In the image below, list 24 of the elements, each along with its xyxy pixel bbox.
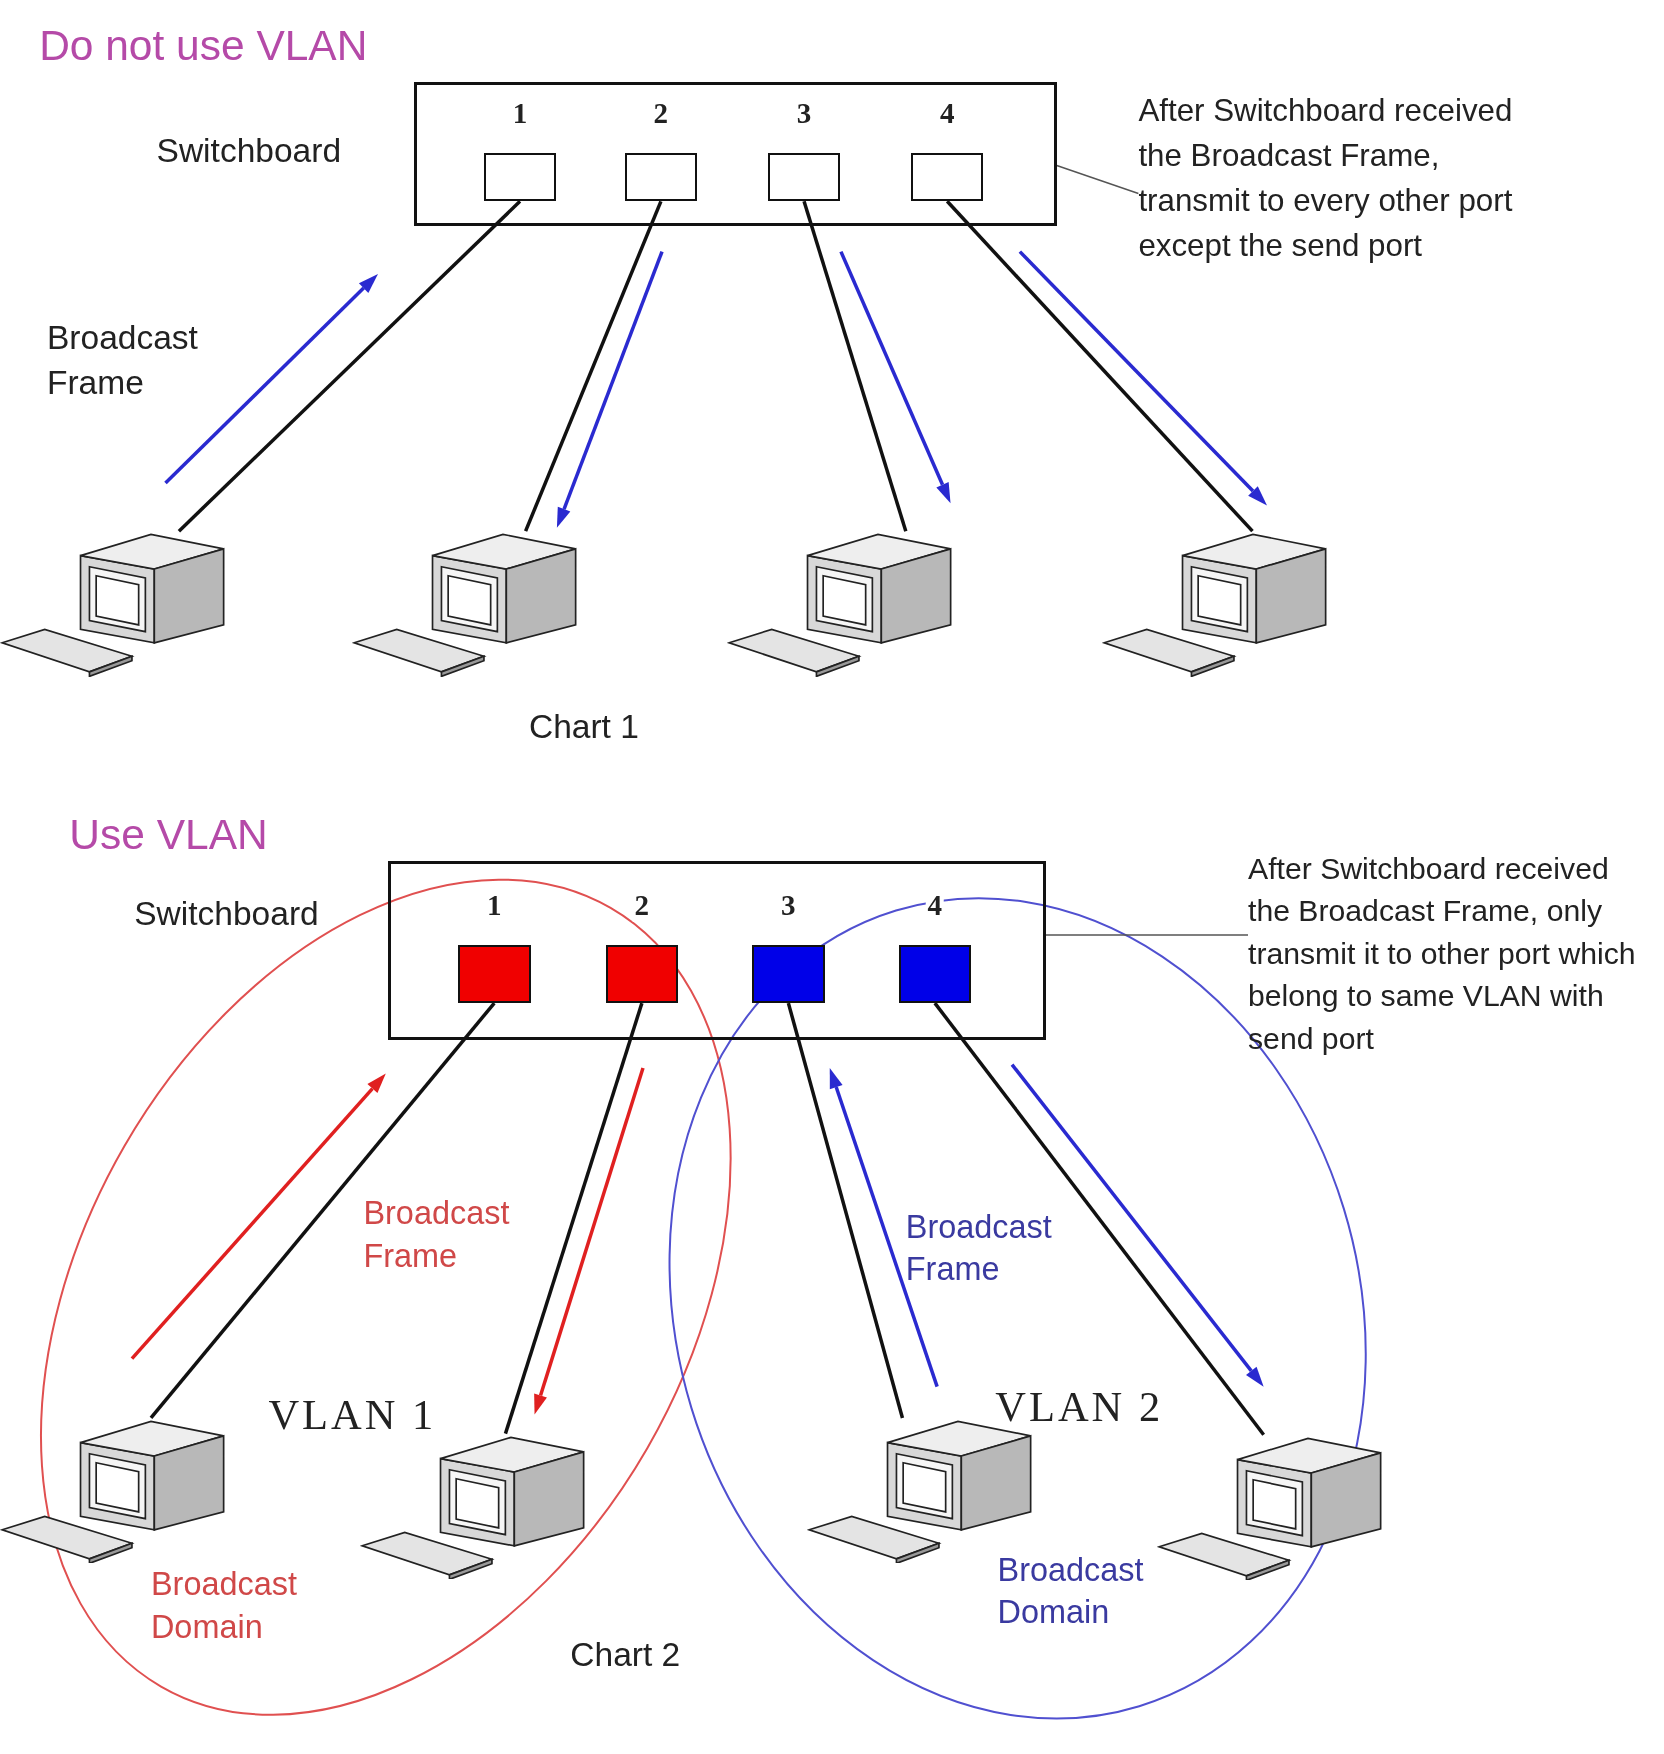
section-title: Use VLAN	[69, 810, 268, 859]
cable-line	[177, 200, 522, 533]
device-label: Switchboard	[156, 131, 342, 170]
frame-label: Broadcast Frame	[46, 318, 199, 404]
cable-line	[786, 1002, 905, 1419]
frame-label: Broadcast Frame	[905, 1207, 1053, 1289]
note-text: After Switchboard received the Broadcast Frame, transmit to every other port except the send port	[1138, 92, 1514, 265]
leader-line	[1044, 934, 1249, 936]
cable-line	[802, 200, 908, 532]
domain-label: Broadcast Domain	[997, 1550, 1145, 1633]
frame-label: Broadcast Frame	[363, 1194, 511, 1276]
chart-caption: Chart 1	[528, 707, 639, 746]
cable-line	[945, 200, 1254, 533]
cable-line	[503, 1002, 644, 1435]
cable-line	[933, 1002, 1266, 1436]
domain-label: Broadcast Domain	[150, 1565, 298, 1647]
chart-caption: Chart 2	[570, 1636, 681, 1675]
leader-line	[1056, 164, 1140, 195]
cable-line	[149, 1002, 496, 1420]
vlan-label: VLAN 2	[995, 1382, 1164, 1432]
cable-line	[523, 200, 663, 532]
device-label: Switchboard	[134, 894, 319, 933]
section-title: Do not use VLAN	[39, 22, 368, 71]
vlan-label: VLAN 1	[268, 1390, 437, 1439]
